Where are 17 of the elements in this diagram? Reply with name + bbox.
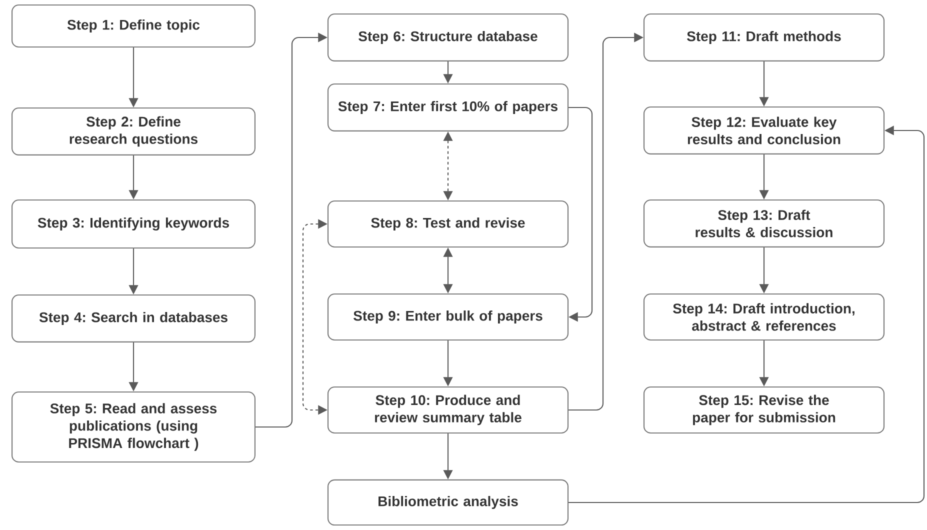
process-box: Step 12: Evaluate key results and conclusion — [643, 106, 885, 154]
process-box: Step 9: Enter bulk of papers — [327, 293, 569, 341]
process-box: Step 13: Draft results & discussion — [643, 200, 885, 248]
process-box: Bibliometric analysis — [327, 479, 569, 526]
process-box: Step 5: Read and assess publications (using PRISMA flowchart ) — [12, 391, 256, 463]
process-box: Step 1: Define topic — [12, 4, 256, 48]
process-box: Step 4: Search in databases — [12, 294, 256, 342]
process-box: Step 3: Identifying keywords — [12, 199, 256, 249]
process-box: Step 10: Produce and review summary table — [327, 386, 569, 434]
arrow — [568, 106, 593, 322]
process-box: Step 15: Revise the paper for submission — [643, 386, 885, 434]
process-box: Step 6: Structure database — [327, 14, 569, 62]
process-box: Step 14: Draft introduction, abstract & references — [643, 293, 885, 341]
process-box: Step 2: Define research questions — [12, 108, 256, 156]
process-box: Step 7: Enter first 10% of papers — [327, 84, 569, 132]
process-box: Step 11: Draft methods — [643, 14, 885, 62]
process-box: Step 8: Test and revise — [327, 200, 569, 248]
